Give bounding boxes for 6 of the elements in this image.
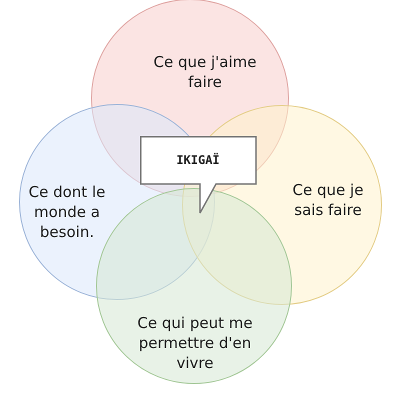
circle-label: Ce qui peut me permettre d'en vivre [136,313,254,373]
circle-label: Ce que j'aime faire [152,52,258,92]
circle-label: Ce que je sais faire [292,180,364,220]
speech-bubble [140,136,257,214]
circle-label: Ce dont le monde a besoin. [28,182,106,242]
callout-text: IKIGAÏ [176,153,220,167]
